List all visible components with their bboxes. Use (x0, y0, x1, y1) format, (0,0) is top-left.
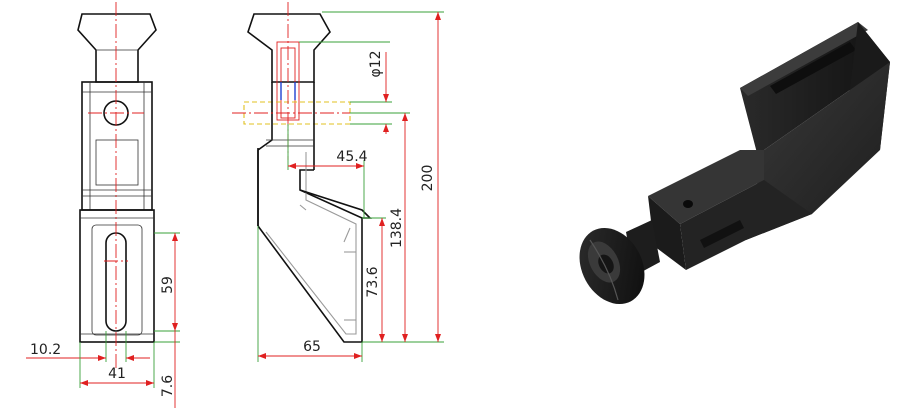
front-view: 59 7.6 10.2 41 (26, 2, 180, 408)
dim-200: 200 (420, 165, 436, 192)
dim-10-2: 10.2 (30, 342, 61, 358)
dim-phi-12: φ12 (368, 50, 384, 77)
dim-73-6: 73.6 (365, 266, 381, 297)
front-lower-body (79, 209, 155, 343)
dim-138-4: 138.4 (389, 208, 405, 248)
dim-59: 59 (160, 276, 176, 294)
dim-7-6: 7.6 (160, 375, 176, 397)
dim-65: 65 (303, 339, 321, 355)
render-vertical-plate (740, 22, 890, 180)
part-3d-render (579, 22, 890, 305)
front-knob-head (77, 13, 157, 83)
render-arm-top (648, 150, 764, 224)
dim-45-4: 45.4 (336, 149, 367, 165)
side-view: φ12 45.4 200 138.4 73.6 65 (232, 2, 444, 362)
side-body-outline (257, 169, 363, 343)
dim-41: 41 (108, 366, 126, 382)
